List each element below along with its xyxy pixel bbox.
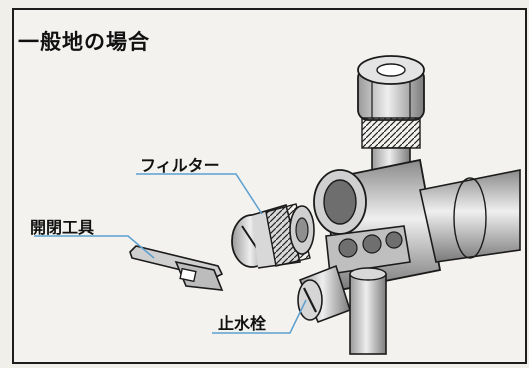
leader-lines	[34, 173, 307, 334]
stop-valve-leader-line	[212, 299, 307, 334]
filter-leader-line	[136, 173, 263, 215]
valve-assembly-icon	[297, 55, 521, 355]
opening-tool-label: 開閉工具	[30, 218, 95, 237]
filter-icon	[231, 203, 315, 269]
diagram-title: 一般地の場合	[18, 30, 150, 54]
opening-tool-leader-line	[34, 235, 155, 259]
stop-valve-label: 止水栓	[218, 314, 267, 333]
filter-label: フィルター	[140, 156, 220, 175]
opening-tool-icon	[129, 245, 224, 291]
